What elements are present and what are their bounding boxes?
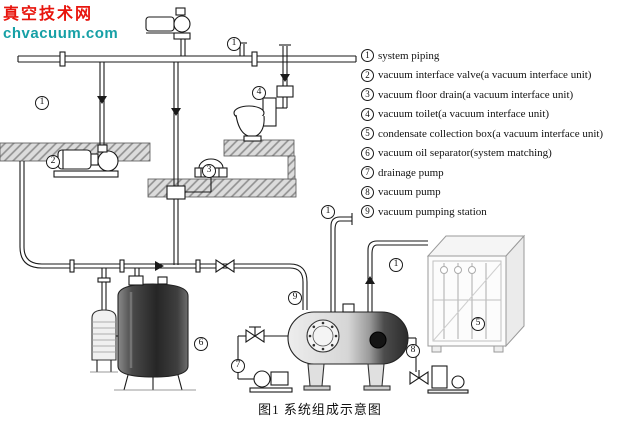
figure-caption: 图1 系统组成示意图 (258, 402, 382, 417)
drain-line (237, 326, 288, 374)
diagram-badge: 7 (231, 359, 245, 373)
diagram-badge: 1 (35, 96, 49, 110)
legend-item: 2 vacuum interface valve(a vacuum interf… (361, 68, 603, 82)
legend-badge: 1 (361, 49, 374, 62)
legend-label: drainage pump (378, 166, 444, 179)
watermark-site-name: 真空技术网 (3, 6, 94, 23)
vessel-risers (330, 213, 428, 312)
legend-badge: 9 (361, 205, 374, 218)
riser-left (97, 62, 107, 147)
diagram-badge: 5 (471, 317, 485, 331)
legend-label: condensate collection box(a vacuum inter… (378, 127, 604, 140)
diagram-badge: 1 (389, 258, 403, 272)
toilet-riser (276, 44, 294, 109)
diagram-badge: 1 (227, 37, 241, 51)
diagram-badge: 4 (252, 86, 266, 100)
drainage-pump (237, 370, 293, 393)
vacuum-vessel (287, 303, 409, 391)
legend-label: vacuum oil separator(system matching) (378, 147, 552, 159)
legend-badge: 2 (361, 68, 374, 82)
diagram-badge: 3 (202, 164, 216, 178)
diagram-badge: 2 (46, 155, 60, 169)
vacuum-toilet (233, 97, 277, 142)
legend-item: 9 vacuum pumping station (361, 205, 603, 218)
legend-badge: 8 (361, 185, 374, 199)
diagram-badge: 8 (406, 344, 420, 358)
legend-badge: 3 (361, 88, 374, 101)
legend-badge: 6 (361, 146, 374, 160)
legend-item: 8 vacuum pump (361, 185, 603, 199)
riser-mid (166, 62, 186, 265)
pump-station-cabinet (426, 234, 526, 353)
legend-label: vacuum pumping station (378, 205, 487, 218)
filter-cylinder (90, 309, 118, 373)
legend-item: 3 vacuum floor drain(a vacuum interface … (361, 88, 603, 101)
watermark: 真空技术网 chvacuum.com (3, 5, 118, 44)
legend-item: 7 drainage pump (361, 166, 603, 179)
watermark-site-url: chvacuum.com (3, 25, 119, 42)
legend-label: vacuum pump (378, 186, 441, 198)
legend-label: vacuum floor drain(a vacuum interface un… (378, 88, 574, 101)
toilet-platform (223, 139, 296, 180)
oil-separator-tank (114, 275, 196, 391)
diagram-badge: 1 (321, 205, 335, 219)
legend-badge: 4 (361, 107, 374, 121)
main-collector-pipe (19, 161, 308, 310)
diagram-badge: 9 (288, 291, 302, 305)
legend-label: system piping (378, 49, 440, 62)
legend-item: 4 vacuum toilet(a vacuum interface unit) (361, 107, 603, 121)
legend-badge: 7 (361, 166, 374, 179)
interface-valve-pump (53, 144, 119, 178)
outlet-fittings (408, 337, 469, 394)
main-pipe-top (17, 51, 357, 67)
legend-item: 5 condensate collection box(a vacuum int… (361, 127, 603, 140)
legend-label: vacuum toilet(a vacuum interface unit) (378, 108, 550, 120)
legend-badge: 5 (361, 127, 374, 140)
rooftop-pump (145, 7, 191, 56)
legend-item: 1 system piping (361, 49, 603, 62)
legend-label: vacuum interface valve(a vacuum interfac… (378, 69, 592, 81)
legend-item: 6 vacuum oil separator(system matching) (361, 146, 603, 160)
diagram-badge: 6 (194, 337, 208, 351)
legend: 1 system piping 2 vacuum interface valve… (361, 49, 603, 218)
